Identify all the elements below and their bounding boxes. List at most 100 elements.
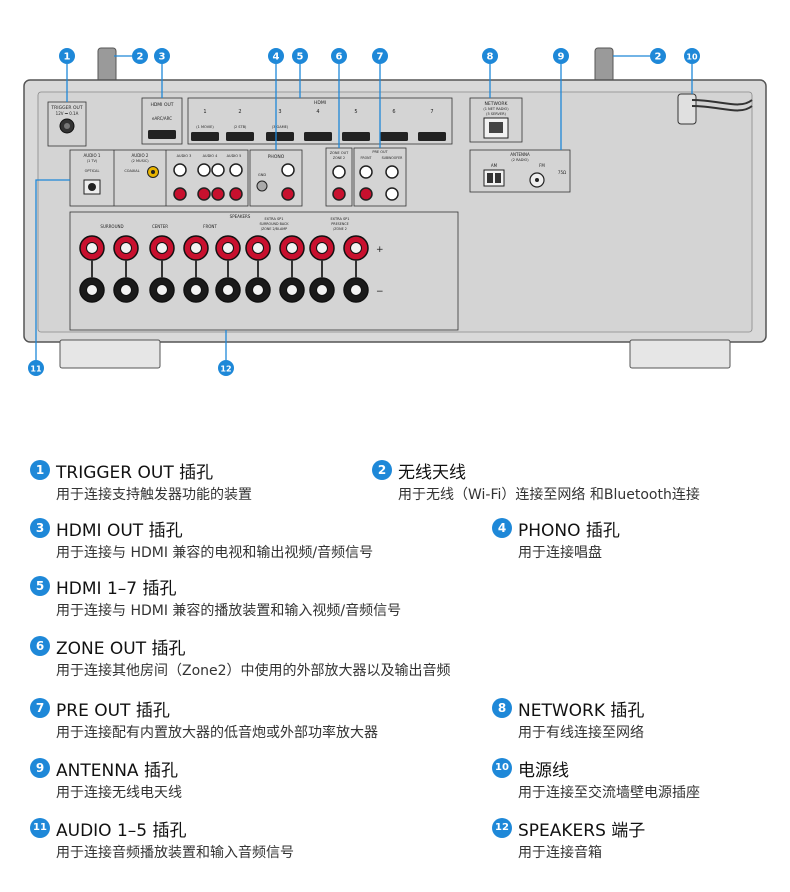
hdmi-in-ports (191, 132, 446, 141)
network-panel (469, 97, 523, 143)
hdmi-6-port (380, 132, 408, 141)
audio-rca-jacks (173, 163, 243, 201)
callout-7 (372, 48, 388, 64)
legend-title-3: HDMI OUT 插孔 (56, 521, 183, 541)
legend-title-10: 电源线 (518, 761, 569, 781)
callout-7-text: 7 (377, 52, 384, 63)
callout-4-text: 4 (273, 52, 280, 63)
antenna-fm: FM (539, 163, 545, 168)
hdmi-1-sub: (1 MOVIE) (196, 125, 214, 129)
speaker-terminal-hole (350, 242, 362, 254)
speaker-terminal-hole (156, 242, 168, 254)
hdmi-2-sub: (2 STB) (234, 125, 247, 129)
hdmi-1-port (191, 132, 219, 141)
legend-badge-3: 3 (30, 518, 50, 538)
legend-desc-11: 用于连接音频播放装置和输入音频信号 (56, 845, 294, 861)
audio2-coaxial: COAXIAL (124, 169, 139, 173)
speaker-terminal-hole (286, 284, 298, 296)
callout-12-text: 12 (220, 365, 231, 374)
callout-5-text: 5 (297, 52, 304, 63)
speakers-extra2: EXTRA SP1 (330, 217, 349, 221)
callout-5 (292, 48, 308, 64)
network-label: NETWORK (484, 101, 508, 107)
audio3-label: AUDIO 3 (177, 154, 192, 158)
speakers-extra1-sub2: /ZONE 2/BI-AMP (261, 227, 287, 231)
callout-1 (59, 48, 75, 64)
callout-2 (132, 48, 148, 64)
zone-out-label: ZONE OUT (330, 151, 349, 155)
legend-desc-12: 用于连接音箱 (518, 845, 602, 861)
legend-desc-3: 用于连接与 HDMI 兼容的电视和输出视频/音频信号 (56, 545, 374, 561)
legend-title-7: PRE OUT 插孔 (56, 701, 170, 721)
audio4-label: AUDIO 4 (203, 154, 219, 158)
trigger-out-label: TRIGGER OUT (50, 105, 82, 111)
legend-title-5: HDMI 1–7 插孔 (56, 579, 177, 599)
legend-desc-6: 用于连接其他房间（Zone2）中使用的外部放大器以及输出音频 (56, 663, 451, 679)
speaker-terminal-hole (120, 284, 132, 296)
callout-9 (553, 48, 569, 64)
hdmi-4-port (304, 132, 332, 141)
legend-badge-4: 4 (492, 518, 512, 538)
legend-badge-6: 6 (30, 636, 50, 656)
speaker-terminal-hole (190, 242, 202, 254)
legend-badge-12: 12 (492, 818, 512, 838)
speaker-terminals (79, 235, 369, 303)
antenna-am: AM (491, 163, 498, 168)
callout-9-text: 9 (558, 52, 565, 63)
phono-gnd: GND (258, 173, 266, 177)
speaker-terminal-hole (190, 284, 202, 296)
callout-10-text: 10 (686, 53, 698, 62)
legend-title-12: SPEAKERS 端子 (518, 821, 646, 841)
hdmi-out-label: HDMI OUT (150, 102, 173, 108)
speakers-extra1: EXTRA SP1 (264, 217, 283, 221)
legend-badge-9: 9 (30, 758, 50, 778)
legend-desc-8: 用于有线连接至网络 (518, 725, 644, 741)
speaker-terminal-hole (350, 284, 362, 296)
audio1-optical: OPTICAL (85, 169, 100, 173)
callout-4 (268, 48, 284, 64)
legend-title-1: TRIGGER OUT 插孔 (56, 463, 214, 483)
speakers-extra2-sub2: /ZONE 2 (333, 227, 347, 231)
callout-badges: 1 2 3 4 5 6 7 8 9 2 10 11 12 (28, 48, 700, 376)
antenna-sub: (2 RADIO) (511, 158, 529, 162)
hdmi-2-label: 2 (238, 109, 241, 115)
speaker-terminal-hole (86, 284, 98, 296)
legend-badge-5: 5 (30, 576, 50, 596)
callout-6 (331, 48, 347, 64)
speakers-extra2-sub: PRESENCE (331, 222, 348, 226)
legend-title-4: PHONO 插孔 (518, 521, 620, 541)
hdmi-3-port (266, 132, 294, 141)
hdmi-out-arc: eARC/ARC (152, 116, 172, 121)
zone-out-sub: ZONE 2 (333, 156, 345, 160)
callout-10 (684, 48, 700, 64)
antenna-panel (469, 149, 571, 193)
pre-out-subwoofer: SUBWOOFER (382, 156, 403, 160)
hdmi-3-label: 3 (278, 109, 281, 115)
phono-gnd-screw (256, 180, 268, 192)
callout-11-text: 11 (30, 365, 42, 374)
hdmi-out-port (148, 130, 176, 139)
legend-desc-1: 用于连接支持触发器功能的装置 (56, 487, 252, 503)
foot-left (59, 339, 161, 369)
callout-1-text: 1 (64, 52, 71, 63)
legend-badge-2: 2 (372, 460, 392, 480)
callout-12 (218, 360, 234, 376)
hdmi-6-label: 6 (392, 109, 395, 115)
legend-desc-9: 用于连接无线电天线 (56, 785, 182, 801)
hdmi-in-label: HDMI (314, 100, 326, 106)
audio2-sub: (2 MUSIC) (131, 159, 149, 163)
speakers-surround: SURROUND (100, 224, 123, 229)
pre-out-front: FRONT (361, 156, 372, 160)
speaker-terminal-hole (222, 284, 234, 296)
hdmi-7-label: 7 (430, 109, 433, 115)
callout-8-text: 8 (487, 52, 494, 63)
legend-desc-4: 用于连接唱盘 (518, 545, 602, 561)
speakers-minus: − (376, 287, 384, 297)
speaker-terminal-hole (286, 242, 298, 254)
speaker-terminal-hole (120, 242, 132, 254)
hdmi-2-port (226, 132, 254, 141)
speakers-panel (69, 211, 459, 331)
legend-badge-8: 8 (492, 698, 512, 718)
phono-label: PHONO (268, 154, 285, 160)
speakers-extra1-sub: SURROUND BACK (259, 222, 289, 226)
